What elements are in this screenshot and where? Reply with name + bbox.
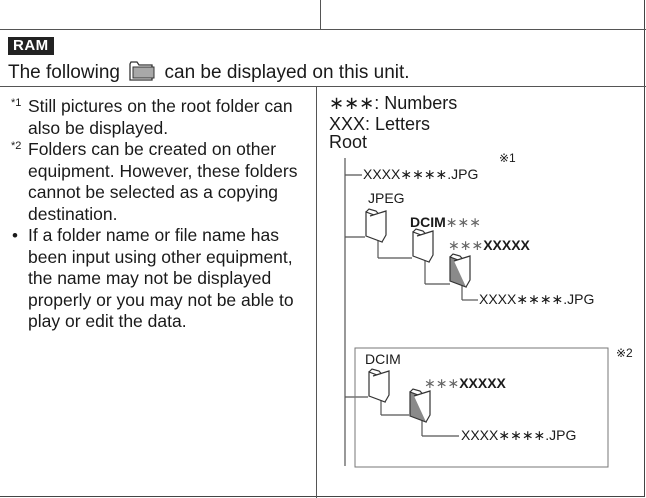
note-2-mark: *2 <box>11 140 22 152</box>
ram-badge: RAM <box>8 37 54 55</box>
box-file-name: XXXX∗∗∗∗.JPG <box>461 427 577 443</box>
dcim-suffix: ∗∗∗ <box>445 214 481 230</box>
intro-text-before: The following <box>8 62 120 83</box>
folder-icon-jpeg <box>365 208 387 243</box>
root-file-name: XXXX∗∗∗∗.JPG <box>363 166 479 182</box>
box-mark: ※2 <box>616 346 633 360</box>
note-3: • If a folder name or file name has been… <box>8 225 308 333</box>
box-subfolder-prefix: ∗∗∗ <box>424 375 460 391</box>
note-3-bullet: • <box>12 226 18 245</box>
note-1-text: Still pictures on the root folder can al… <box>28 96 293 138</box>
subfolder-label: ∗∗∗XXXXX <box>448 237 530 254</box>
folder-icon <box>128 58 156 88</box>
box-dcim-label: DCIM <box>365 351 401 367</box>
dcim-name: DCIM <box>410 214 446 230</box>
legend-numbers: ∗∗∗: Numbers <box>329 93 458 113</box>
note-1: *1 Still pictures on the root folder can… <box>8 96 308 139</box>
intro-text-after: can be displayed on this unit. <box>164 62 410 83</box>
top-rule <box>0 29 646 30</box>
jpeg-folder-label: JPEG <box>368 190 405 206</box>
note-2-text: Folders can be created on other equipmen… <box>28 139 298 224</box>
subfolder-letters: XXXXX <box>483 237 530 253</box>
root-file-mark: ※1 <box>499 151 516 165</box>
subfolder-prefix: ∗∗∗ <box>448 237 484 253</box>
box-subfolder-label: ∗∗∗XXXXX <box>424 375 506 392</box>
notes-list: *1 Still pictures on the root folder can… <box>8 96 308 333</box>
box-subfolder-letters: XXXXX <box>459 375 506 391</box>
folder-icon-box-subfolder <box>409 388 431 423</box>
legend-letters: XXX: Letters <box>329 114 431 134</box>
sub-file-name: XXXX∗∗∗∗.JPG <box>479 291 595 307</box>
note-1-mark: *1 <box>11 97 22 109</box>
note-2: *2 Folders can be created on other equip… <box>8 139 308 225</box>
section-rule <box>0 86 646 87</box>
intro-sentence: The following can be displayed on this u… <box>8 58 410 88</box>
folder-icon-subfolder <box>449 253 471 288</box>
folder-icon-dcim <box>412 228 434 263</box>
folder-icon-box-dcim <box>368 368 390 403</box>
note-3-text: If a folder name or file name has been i… <box>28 225 294 331</box>
top-divider <box>320 0 321 29</box>
dcim-folder-label: DCIM∗∗∗ <box>410 214 481 231</box>
tree-root-label: Root <box>329 132 368 152</box>
legend: ∗∗∗: Numbers XXX: Letters <box>329 93 457 135</box>
column-divider <box>316 86 317 498</box>
